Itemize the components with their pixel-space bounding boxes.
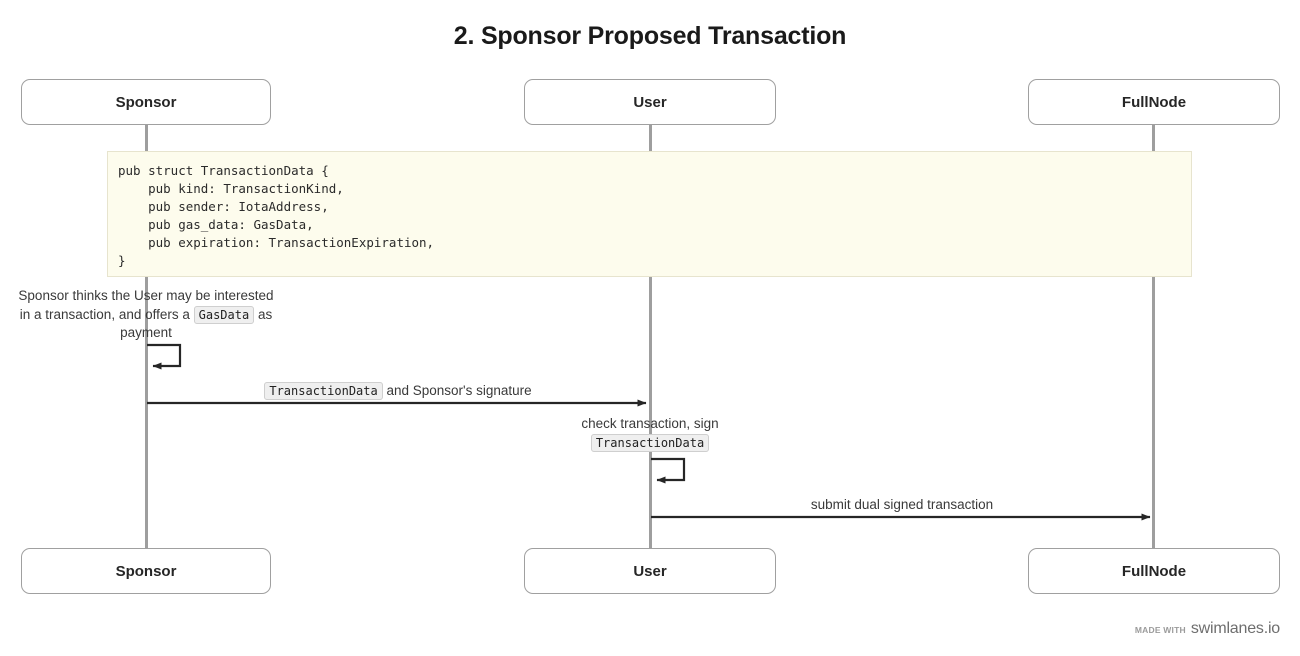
message-label-sponsor-self-loop: Sponsor thinks the User may be intereste… — [16, 287, 276, 343]
participant-label: FullNode — [1121, 562, 1187, 580]
code-note-text: pub struct TransactionData { pub kind: T… — [118, 163, 435, 268]
label-text-part: submit dual signed transaction — [810, 497, 994, 512]
page-title: 2. Sponsor Proposed Transaction — [453, 22, 847, 50]
inline-code-transactiondata: TransactionData — [590, 434, 710, 452]
participant-sponsor-top[interactable]: Sponsor — [21, 79, 271, 125]
arrow-sponsor-self-loop — [147, 343, 182, 370]
made-with-label: MADE WITH — [1134, 625, 1186, 635]
inline-code-transactiondata: TransactionData — [264, 382, 383, 400]
message-label-sponsor-to-user: TransactionData and Sponsor's signature — [148, 381, 648, 401]
inline-code-gasdata: GasData — [193, 305, 255, 324]
participant-label: User — [633, 562, 667, 580]
label-text-part: Sponsor thinks the User may be intereste… — [18, 288, 274, 322]
participant-label: FullNode — [1121, 93, 1187, 111]
footer-branding[interactable]: MADE WITH swimlanes.io — [1135, 620, 1280, 638]
lifeline-fullnode — [1152, 125, 1155, 549]
arrow-user-self-loop — [651, 457, 686, 484]
participant-user-top[interactable]: User — [524, 79, 776, 125]
label-text-part: and Sponsor's signature — [382, 383, 532, 398]
lifeline-sponsor — [145, 125, 148, 549]
message-label-user-self-loop: check transaction, sign TransactionData — [530, 414, 770, 453]
participant-fullnode-bottom[interactable]: FullNode — [1028, 548, 1280, 594]
participant-label: Sponsor — [115, 93, 177, 111]
participant-fullnode-top[interactable]: FullNode — [1028, 79, 1280, 125]
participant-user-bottom[interactable]: User — [524, 548, 776, 594]
lifeline-user — [649, 125, 652, 549]
label-text-part: check transaction, sign — [581, 416, 719, 431]
participant-sponsor-bottom[interactable]: Sponsor — [21, 548, 271, 594]
participant-label: Sponsor — [115, 562, 177, 580]
participant-label: User — [633, 93, 667, 111]
swimlanes-brand-label: swimlanes.io — [1190, 620, 1280, 637]
label-text-part: as payment — [120, 306, 273, 341]
message-label-user-to-fullnode: submit dual signed transaction — [652, 495, 1152, 514]
code-note-block: pub struct TransactionData { pub kind: T… — [107, 151, 1192, 277]
